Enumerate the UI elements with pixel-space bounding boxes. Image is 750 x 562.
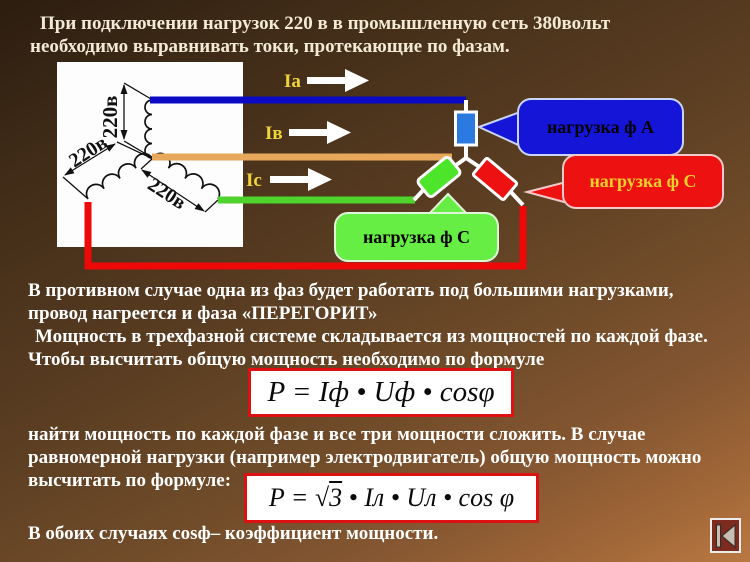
winding-phase-a <box>144 99 153 159</box>
load-a-callout: нагрузка ф А <box>517 98 684 156</box>
formula-line-power: P = √3 • Iл • Uл • cos φ <box>244 473 539 523</box>
intro-line-2: необходимо выравнивать токи, протекающие… <box>30 36 510 57</box>
current-label-ia: Iа <box>284 71 301 92</box>
formula-phase-power: P = Iф • Uф • cosφ <box>248 368 514 417</box>
body2-line-1: найти мощность по каждой фазе и все три … <box>28 424 646 445</box>
load-c-red-callout: нагрузка ф С <box>562 154 724 209</box>
body2-line-2: равномерной нагрузки (например электродв… <box>28 447 702 468</box>
body1-line-1: В противном случае одна из фаз будет раб… <box>28 280 674 301</box>
body1-line-2: провод нагреется и фаза «ПЕРЕГОРИТ» <box>28 303 378 324</box>
load-c-red-resistor <box>471 157 519 201</box>
footer-note: В обоих случаях cosф– коэффициент мощнос… <box>28 523 439 544</box>
winding-voltage-label-top: 220в <box>98 96 122 139</box>
intro-text: При подключении нагрузок 220 в в промышл… <box>30 12 610 58</box>
radical-sign: √ <box>314 483 330 512</box>
load-c-red-callout-label: нагрузка ф С <box>589 171 697 191</box>
current-arrow-ic-icon <box>270 168 332 191</box>
current-arrow-ib-icon <box>289 121 351 144</box>
load-a-resistor <box>454 110 478 147</box>
load-c-green-callout-label: нагрузка ф С <box>362 226 471 247</box>
skip-to-start-icon <box>715 523 735 548</box>
body-paragraph-1: В противном случае одна из фаз будет раб… <box>28 279 708 371</box>
dimension-arrows <box>62 82 219 213</box>
body1-line-4: Чтобы высчитать общую мощность необходим… <box>28 349 545 370</box>
return-wire <box>84 202 527 270</box>
formula-line-power-text: P = √3 • Iл • Uл • cos φ <box>268 483 515 512</box>
body1-line-3: Мощность в трехфазной системе складывает… <box>35 326 708 347</box>
nav-back-button[interactable] <box>710 518 741 553</box>
three-phase-circuit-diagram: 220в 220в 220в <box>57 62 588 270</box>
current-arrow-icons <box>270 69 369 191</box>
current-arrow-ia-icon <box>307 69 369 92</box>
intro-line-1: При подключении нагрузок 220 в в промышл… <box>40 13 611 34</box>
winding-phase-return <box>85 152 153 200</box>
load-a-callout-label: нагрузка ф А <box>546 116 655 137</box>
formula-phase-power-text: P = Iф • Uф • cosφ <box>267 376 495 408</box>
current-label-ic: Iс <box>246 170 262 191</box>
body2-line-3: высчитать по формуле: <box>28 470 232 491</box>
load-c-green-resistor <box>416 155 462 199</box>
load-c-green-callout: нагрузка ф С <box>334 212 499 262</box>
body-paragraph-2: найти мощность по каждой фазе и все три … <box>28 423 701 492</box>
current-label-ib: Iв <box>265 123 283 144</box>
